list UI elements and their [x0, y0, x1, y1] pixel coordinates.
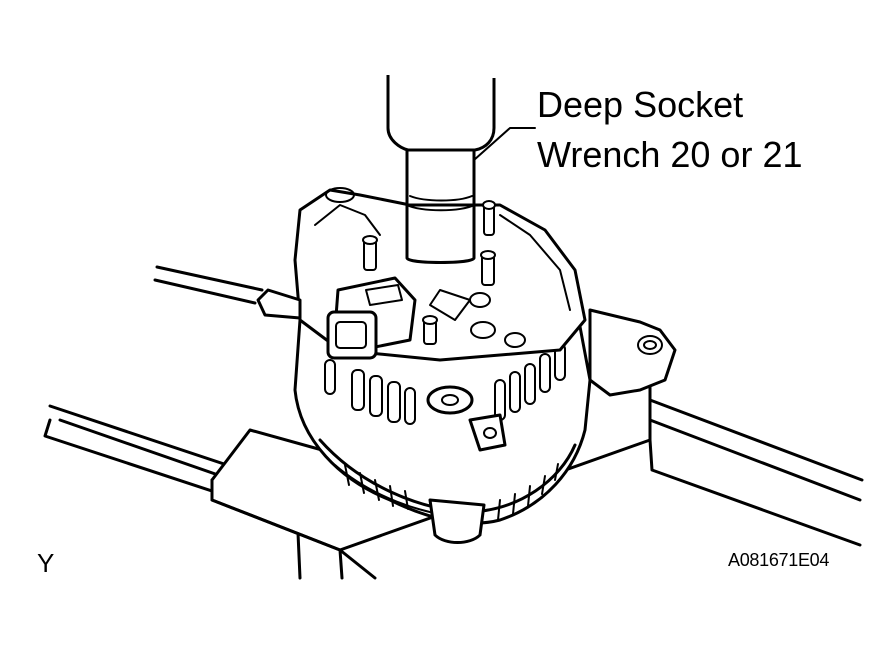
callout-line-2: Wrench 20 or 21 — [537, 134, 803, 175]
terminal-studs — [362, 200, 496, 345]
corner-label: Y — [37, 548, 55, 578]
wire-connector — [256, 276, 417, 360]
deep-socket-wrench — [386, 75, 496, 264]
cooling-slots — [324, 343, 566, 425]
callout-leader-line — [473, 127, 536, 161]
mounting-ear — [588, 308, 677, 397]
figure-code: A081671E04 — [728, 550, 830, 570]
cooling-fins-lower — [344, 463, 559, 521]
callout-label: Deep Socket Wrench 20 or 21 — [537, 80, 802, 180]
callout-line-1: Deep Socket — [537, 84, 744, 125]
